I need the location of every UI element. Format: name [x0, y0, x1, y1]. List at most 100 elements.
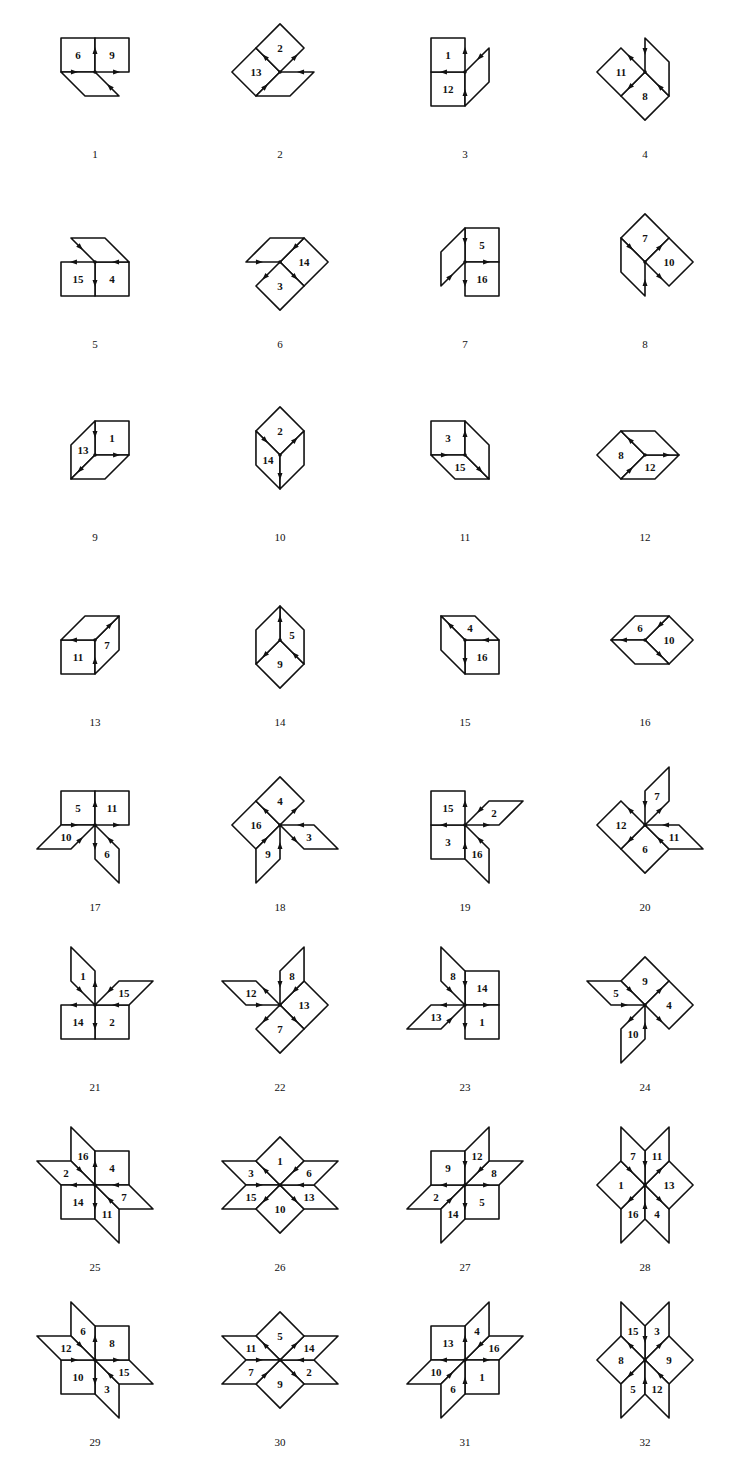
- tile-number: 3: [653, 1325, 661, 1336]
- arrow-mark: [106, 622, 113, 629]
- tile-number: 5: [629, 1384, 637, 1395]
- rhombus-tile: [645, 1360, 669, 1418]
- center-vertex: [643, 1358, 647, 1362]
- arrow-mark: [278, 981, 283, 988]
- tile-number: 13: [663, 1180, 676, 1191]
- rhombus-tile: [95, 1005, 129, 1039]
- figure-number: 16: [639, 717, 652, 728]
- rhombus-tile: [95, 262, 129, 296]
- figure-number: 11: [459, 532, 472, 543]
- tile-number: 5: [74, 803, 82, 814]
- rhombus-tile: [280, 431, 304, 489]
- tile-number: 7: [103, 639, 111, 650]
- arrow-mark: [656, 1016, 663, 1023]
- center-vertex: [93, 638, 97, 642]
- tile-number: 2: [108, 1017, 116, 1028]
- tile-number: 10: [72, 1372, 85, 1383]
- arrow-mark: [70, 1183, 77, 1188]
- arrow-mark: [627, 836, 634, 843]
- tile-number: 14: [446, 1209, 459, 1220]
- tile-figure: [407, 1127, 523, 1243]
- arrow-mark: [477, 806, 484, 813]
- center-vertex: [643, 260, 647, 264]
- tile-number: 6: [641, 844, 649, 855]
- arrow-mark: [291, 807, 298, 814]
- figure-number: 24: [639, 1082, 652, 1093]
- tile-number: 16: [476, 274, 489, 285]
- arrow-mark: [463, 658, 468, 665]
- tile-number: 11: [615, 67, 627, 78]
- tile-number: 11: [72, 652, 84, 663]
- tile-number: 16: [488, 1342, 501, 1353]
- tile-number: 9: [108, 50, 116, 61]
- rhombus-tile: [222, 1336, 280, 1360]
- tile-number: 4: [108, 274, 116, 285]
- tile-figure: [611, 616, 693, 664]
- tile-number: 4: [653, 1209, 661, 1220]
- arrow-mark: [446, 986, 453, 993]
- arrow-mark: [446, 1017, 453, 1024]
- tile-figure: [61, 38, 129, 96]
- tile-figure: [37, 791, 129, 883]
- arrow-mark: [261, 1372, 268, 1379]
- rhombus-tile: [441, 947, 465, 1005]
- arrow-mark: [76, 837, 83, 844]
- arrow-mark: [262, 651, 269, 658]
- rhombus-tile: [37, 1336, 95, 1360]
- rhombus-tile: [280, 825, 338, 849]
- arrow-mark: [440, 1358, 447, 1363]
- arrow-mark: [292, 986, 299, 993]
- figure-number: 9: [91, 532, 99, 543]
- center-vertex: [643, 70, 647, 74]
- tile-number: 5: [478, 240, 486, 251]
- arrow-mark: [463, 1023, 468, 1030]
- center-vertex: [93, 260, 97, 264]
- rhombus-tile: [95, 791, 129, 825]
- arrow-mark: [93, 280, 98, 287]
- tile-figure: [232, 777, 338, 883]
- tile-number: 1: [276, 1155, 284, 1166]
- center-vertex: [93, 453, 97, 457]
- arrow-mark: [627, 1371, 634, 1378]
- tile-number: 8: [641, 91, 649, 102]
- tile-number: 16: [76, 1150, 89, 1161]
- rhombus-tile: [587, 981, 645, 1005]
- arrow-mark: [70, 638, 77, 643]
- arrow-mark: [463, 1377, 468, 1384]
- tile-number: 2: [432, 1192, 440, 1203]
- arrow-mark: [107, 84, 114, 91]
- arrow-mark: [483, 1358, 490, 1363]
- tile-number: 15: [442, 803, 455, 814]
- tile-number: 9: [276, 1379, 284, 1390]
- tile-number: 8: [288, 970, 296, 981]
- arrow-mark: [440, 823, 447, 828]
- tile-figure: [597, 767, 703, 873]
- arrow-mark: [292, 1166, 299, 1173]
- tile-number: 8: [449, 970, 457, 981]
- tile-number: 6: [79, 1325, 87, 1336]
- tile-number: 2: [276, 425, 284, 436]
- center-vertex: [278, 260, 282, 264]
- tile-number: 11: [668, 832, 680, 843]
- rhombus-tile: [465, 48, 489, 106]
- tile-number: 9: [665, 1355, 673, 1366]
- tile-number: 13: [429, 1012, 442, 1023]
- figure-number: 20: [639, 902, 652, 913]
- tile-number: 9: [641, 975, 649, 986]
- arrow-mark: [76, 986, 83, 993]
- tile-number: 7: [653, 790, 661, 801]
- rhombus-tile: [256, 606, 280, 664]
- arrow-mark: [291, 1342, 298, 1349]
- tile-figure: [37, 1302, 153, 1418]
- arrow-mark: [627, 437, 634, 444]
- rhombus-tile: [61, 38, 95, 72]
- rhombus-tile: [61, 262, 95, 296]
- arrow-mark: [656, 1342, 663, 1349]
- rhombus-tile: [95, 981, 153, 1005]
- tile-number: 6: [74, 50, 82, 61]
- arrow-mark: [656, 273, 663, 280]
- tile-number: 1: [617, 1180, 625, 1191]
- center-vertex: [278, 453, 282, 457]
- tile-number: 12: [442, 84, 455, 95]
- center-vertex: [643, 453, 647, 457]
